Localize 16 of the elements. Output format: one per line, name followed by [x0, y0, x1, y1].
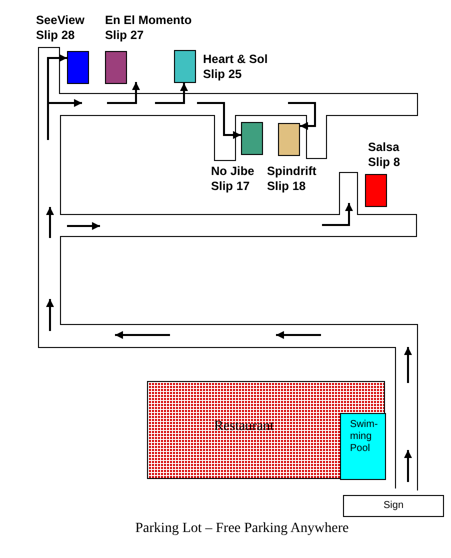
boat-label: SeeView Slip 28 — [36, 13, 86, 43]
pool-label: Swim- ming Pool — [350, 419, 379, 455]
boat-label: Heart & Sol Slip 25 — [203, 52, 269, 82]
route-arrow — [197, 102, 241, 139]
sign-board — [343, 495, 444, 517]
boat-label: En El Momento Slip 27 — [105, 13, 193, 43]
boat-label: Spindrift Slip 18 — [267, 164, 318, 194]
restaurant-building — [147, 381, 385, 479]
sign-text: Sign — [383, 500, 404, 512]
route-arrow — [47, 54, 67, 140]
caption: Parking Lot – Free Parking Anywhere — [135, 521, 349, 537]
boat-label: No Jibe Slip 17 — [211, 164, 256, 194]
swimming-pool — [340, 413, 386, 480]
boat-label: Salsa Slip 8 — [368, 140, 402, 170]
route-arrow — [288, 102, 316, 130]
route-arrow — [155, 83, 188, 104]
